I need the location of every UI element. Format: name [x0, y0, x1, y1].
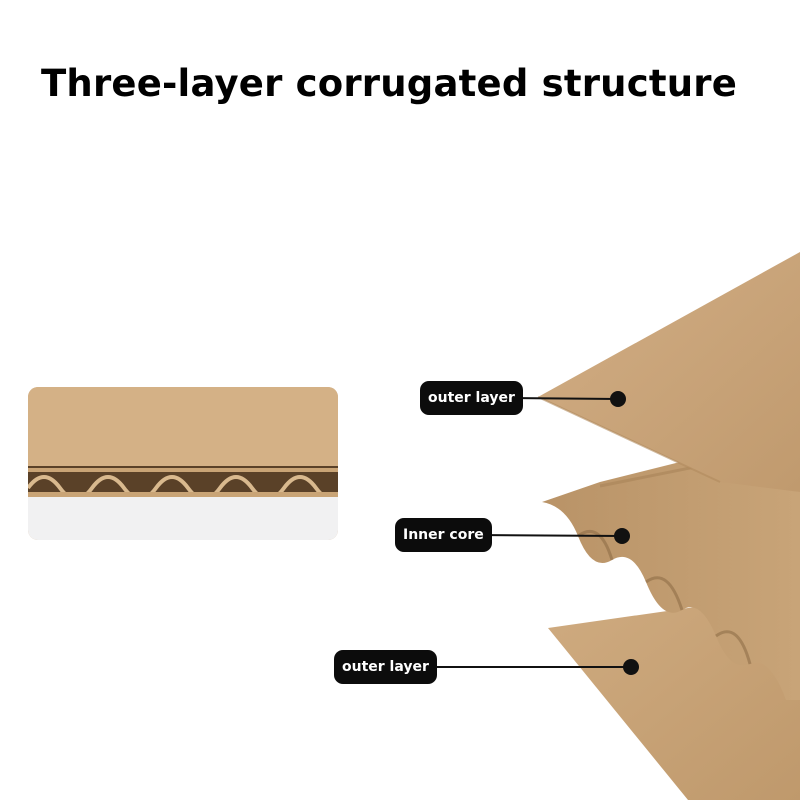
outer-layer-label-top: outer layer: [420, 381, 523, 415]
outer-layer-label-bottom: outer layer: [334, 650, 437, 684]
bottom-layer-marker: [623, 659, 639, 675]
page-title: Three-layer corrugated structure: [40, 62, 737, 105]
top-layer-marker: [610, 391, 626, 407]
top-outer-layer: [538, 252, 800, 492]
cross-section-thumbnail: [28, 387, 338, 540]
inner-core-label: Inner core: [395, 518, 492, 552]
core-marker: [614, 528, 630, 544]
